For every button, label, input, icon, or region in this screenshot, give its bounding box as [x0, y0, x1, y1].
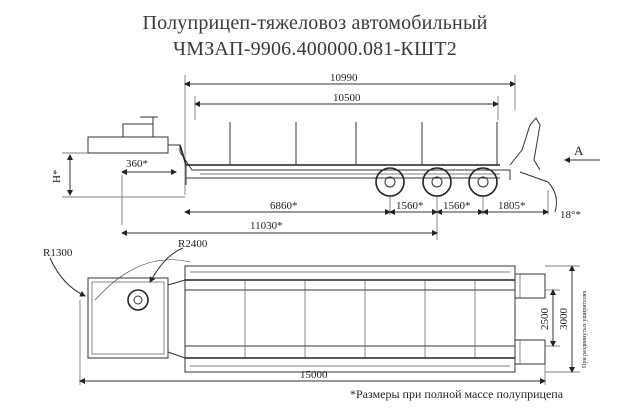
view-label-a: A [574, 143, 584, 158]
dim-rear-overhang: 1805* [498, 200, 526, 212]
dim-axle-gap-1: 1560* [396, 200, 424, 212]
dim-outer-width: 3000 [558, 308, 570, 331]
dim-kingpin-to-axle: 11030* [250, 220, 283, 232]
title-line-1: Полуприцеп-тяжеловоз автомобильный [142, 12, 488, 34]
kingpin-icon [127, 289, 149, 311]
widener-note: При раздвинутых уширителях [582, 290, 588, 368]
dim-axle-gap-2: 1560* [443, 200, 471, 212]
plan-view: R1300 R2400 2 [43, 238, 588, 385]
dim-total-length: 15000 [300, 369, 328, 381]
dim-radius-front: R1300 [43, 247, 73, 259]
dim-front-to-axle: 6860* [270, 200, 298, 212]
dim-radius-turn: R2400 [178, 238, 208, 250]
dim-overall-length: 10990 [330, 72, 358, 84]
dim-ramp-angle: 18°* [560, 209, 581, 221]
title-line-2: ЧМЗАП-9906.400000.081-КШТ2 [173, 38, 457, 60]
footnote: *Размеры при полной массе полуприцепа [350, 387, 564, 401]
dim-gooseneck: 360* [126, 158, 148, 170]
wheel-2 [422, 167, 452, 197]
wheel-3 [468, 167, 498, 197]
wheel-1 [375, 167, 405, 197]
dim-inner-width: 2500 [539, 308, 551, 331]
side-view: 10990 10500 H* 360* A 18°* 6860* 1560* 1… [51, 72, 600, 240]
dim-platform-length: 10500 [333, 92, 361, 104]
dim-height: H* [51, 170, 63, 183]
